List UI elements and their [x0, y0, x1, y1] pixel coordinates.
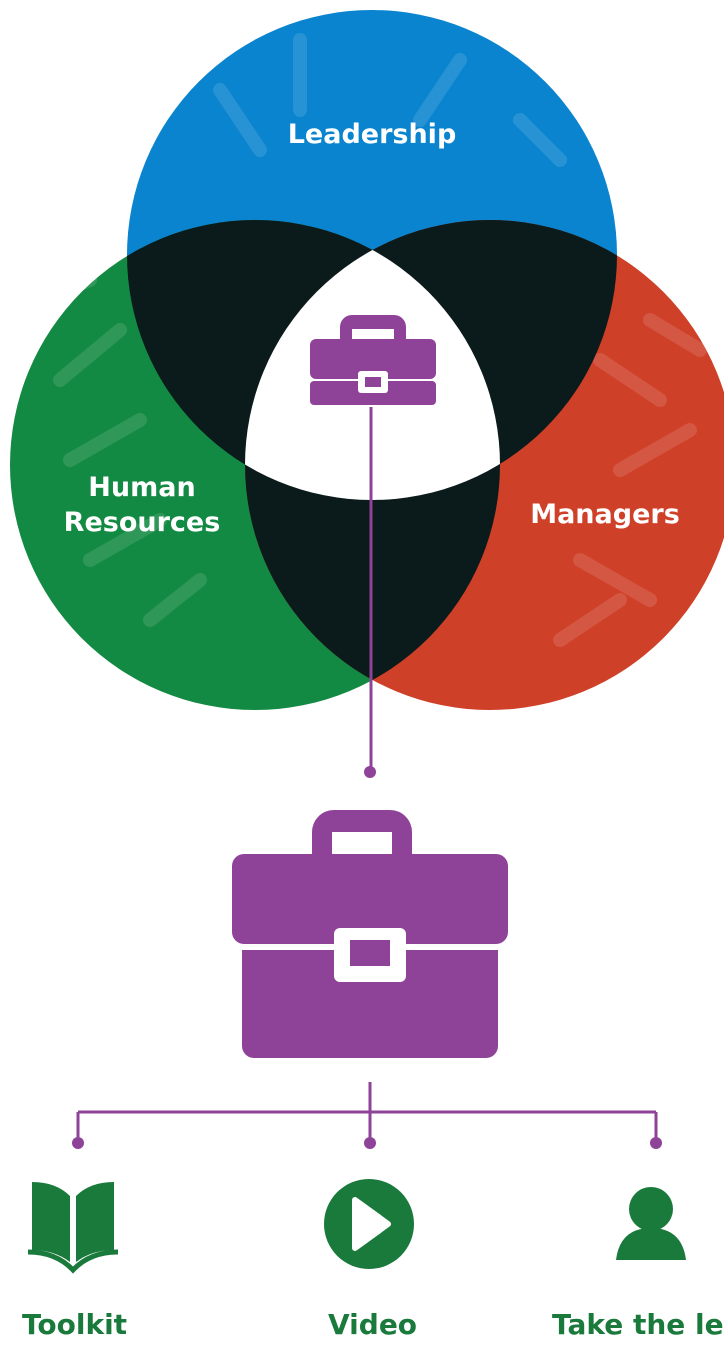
- venn-label-leadership: Leadership: [287, 119, 457, 150]
- resource-tree-lines: [76, 1082, 658, 1142]
- connector-dot: [364, 766, 376, 778]
- open-book-icon: [27, 1182, 119, 1274]
- briefcase-icon: [310, 315, 436, 405]
- play-circle-icon: [324, 1179, 414, 1269]
- branch-dot-video: [364, 1137, 376, 1149]
- branch-dot-toolkit: [72, 1137, 84, 1149]
- venn-label-managers: Managers: [530, 499, 680, 530]
- resource-label-take-the-lead[interactable]: Take the lea: [552, 1308, 724, 1341]
- briefcase-large-icon: [232, 810, 508, 1058]
- resource-label-video[interactable]: Video: [328, 1308, 418, 1341]
- person-icon: [616, 1187, 686, 1260]
- resource-label-toolkit[interactable]: Toolkit: [22, 1308, 128, 1341]
- circle-pattern-decoration: [33, 33, 707, 647]
- venn-label-human-resources: Human Resources: [63, 472, 221, 539]
- branch-dot-take-the-lead: [650, 1137, 662, 1149]
